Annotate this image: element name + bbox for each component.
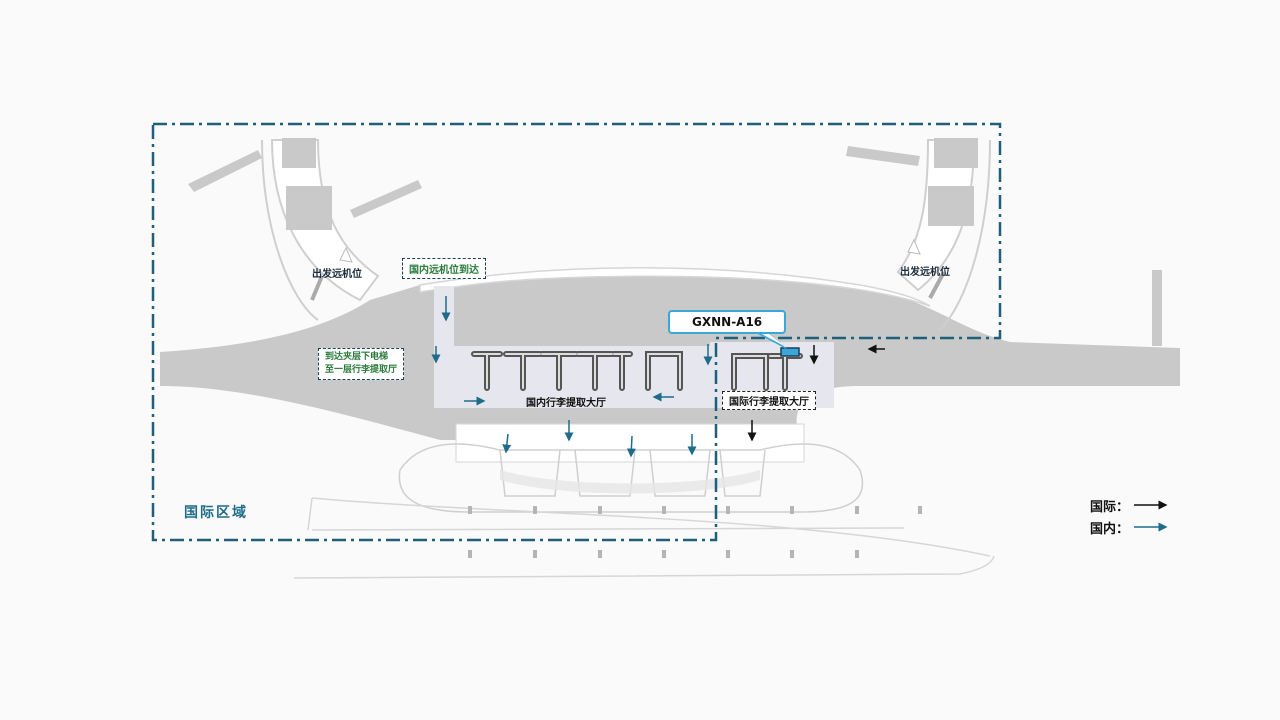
column-markers <box>468 506 922 558</box>
international-baggage-hall-label: 国际行李提取大厅 <box>722 391 816 410</box>
international-zone-border <box>151 122 1002 542</box>
elevator-callout-line1: 到达夹层下电梯 <box>325 352 389 362</box>
elevator-callout: 到达夹层下电梯 至一层行李提取厅 <box>318 348 405 380</box>
left-bridge-1 <box>188 150 262 192</box>
departure-remote-stand-right: 出发远机位 <box>900 267 950 278</box>
legend-domestic: 国内： <box>1090 518 1129 537</box>
domestic-corridor <box>434 286 454 346</box>
domestic-remote-arrival-callout: 国内远机位到达 <box>402 258 486 279</box>
legend-domestic-label: 国内： <box>1090 522 1130 537</box>
international-zone-label: 国际区域 <box>184 505 248 521</box>
international-arrows <box>747 344 885 442</box>
left-pier-block-2 <box>286 186 332 230</box>
elevator-callout-line2: 至一层行李提取厅 <box>325 365 398 375</box>
domestic-arrows <box>431 296 713 458</box>
left-bridge-2 <box>350 180 422 218</box>
legend-international-label: 国际： <box>1090 500 1130 515</box>
left-pier-block-1 <box>282 138 316 168</box>
location-marker-callout: GXNN-A16 <box>668 310 787 334</box>
right-bridge-1 <box>846 146 920 166</box>
location-marker-icon <box>780 347 800 357</box>
departure-remote-stand-left: 出发远机位 <box>312 269 362 280</box>
domestic-baggage-hall-label: 国内行李提取大厅 <box>526 398 606 409</box>
right-pier-block-1 <box>934 138 978 168</box>
marker-pointer <box>758 334 788 350</box>
arrival-gates <box>499 449 766 497</box>
right-pier-block-2 <box>928 186 974 226</box>
right-post <box>1152 270 1162 346</box>
legend-international: 国际： <box>1090 496 1129 515</box>
